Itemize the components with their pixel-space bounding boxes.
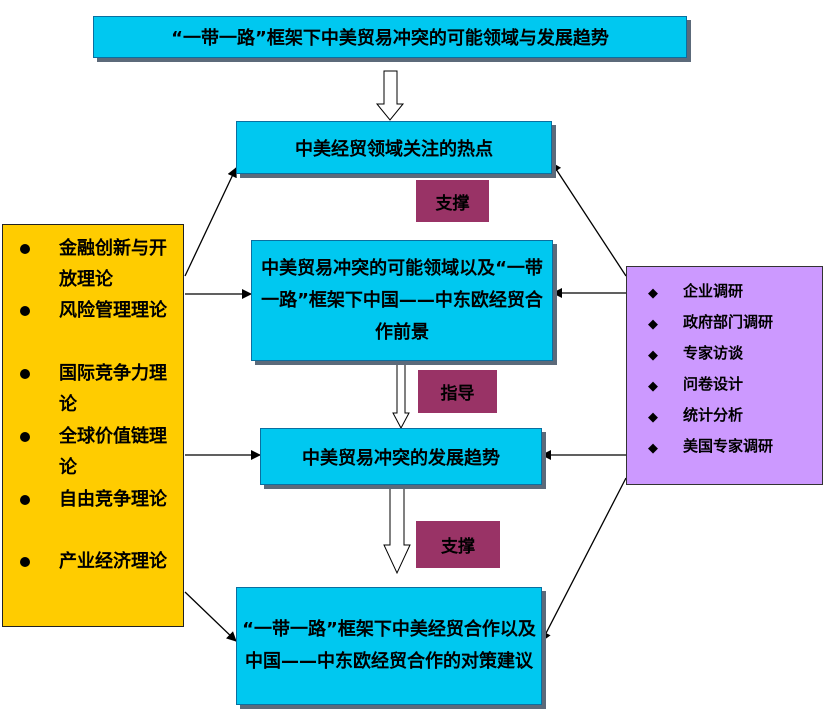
theory-panel: 金融创新与开放理论 风险管理理论 国际竞争力理论 全球价值链理论 自由竞争理论 …: [2, 224, 184, 627]
arrow-method-to-hotspot: [551, 162, 627, 277]
hotspot-text: 中美经贸领域关注的热点: [295, 138, 493, 160]
method-item-text: 美国专家调研: [683, 437, 774, 455]
hollow-arrow-title-to-hotspot: [375, 70, 405, 121]
theory-item-text: 自由竞争理论: [59, 489, 167, 510]
support-label-top-text: 支撑: [435, 193, 470, 214]
title-text: “一带一路”框架下中美贸易冲突的可能领域与发展趋势: [171, 28, 609, 49]
method-item-text: 政府部门调研: [683, 313, 774, 331]
conflict-domain-box: 中美贸易冲突的可能领域以及“一带一路”框架下中国——中东欧经贸合作前景: [251, 240, 553, 361]
method-item-text: 企业调研: [683, 282, 744, 300]
method-item-text: 问卷设计: [683, 375, 744, 393]
theory-item-text: 产业经济理论: [59, 551, 167, 572]
hotspot-box: 中美经贸领域关注的热点: [236, 121, 552, 174]
diamond-bullet-icon: ◆: [648, 348, 658, 363]
trend-text: 中美贸易冲突的发展趋势: [302, 447, 500, 469]
diamond-bullet-icon: ◆: [648, 441, 658, 456]
support-label-bottom: 支撑: [416, 521, 500, 568]
arrow-method-to-strategy: [541, 477, 627, 642]
diamond-bullet-icon: ◆: [648, 317, 658, 332]
guide-label: 指导: [418, 370, 497, 413]
strategy-text: “一带一路”框架下中美经贸合作以及中国——中东欧经贸合作的对策建议: [242, 619, 536, 672]
theory-item-text: 国际竞争力理论: [59, 363, 167, 415]
theory-item-text: 金融创新与开放理论: [59, 238, 167, 290]
arrow-theory-to-hotspot: [184, 167, 237, 277]
arrow-theory-to-strategy: [184, 591, 237, 642]
support-label-top: 支撑: [416, 180, 489, 222]
diamond-bullet-icon: ◆: [648, 379, 658, 394]
diamond-bullet-icon: ◆: [648, 410, 658, 425]
theory-item-text: 全球价值链理论: [59, 426, 167, 478]
bullet-icon: [20, 495, 30, 505]
strategy-box: “一带一路”框架下中美经贸合作以及中国——中东欧经贸合作的对策建议: [236, 587, 542, 705]
bullet-icon: [20, 557, 30, 567]
method-item-text: 专家访谈: [683, 344, 744, 362]
theory-item-text: 风险管理理论: [59, 300, 167, 321]
method-item-text: 统计分析: [683, 406, 744, 424]
bullet-icon: [20, 244, 30, 254]
guide-label-text: 指导: [440, 384, 475, 404]
hollow-arrow-trend-to-strategy: [383, 485, 411, 575]
method-panel: ◆ 企业调研 ◆ 政府部门调研 ◆ 专家访谈 ◆ 问卷设计 ◆ 统计分析 ◆ 美…: [626, 266, 823, 485]
diamond-bullet-icon: ◆: [648, 286, 658, 301]
trend-box: 中美贸易冲突的发展趋势: [260, 428, 542, 485]
title-box: “一带一路”框架下中美贸易冲突的可能领域与发展趋势: [93, 16, 687, 58]
conflict-domain-text: 中美贸易冲突的可能领域以及“一带一路”框架下中国——中东欧经贸合作前景: [261, 257, 543, 343]
support-label-bottom-text: 支撑: [441, 537, 475, 557]
bullet-icon: [20, 306, 30, 316]
bullet-icon: [20, 432, 30, 442]
hollow-arrow-domain-to-trend: [392, 361, 410, 430]
bullet-icon: [20, 369, 30, 379]
